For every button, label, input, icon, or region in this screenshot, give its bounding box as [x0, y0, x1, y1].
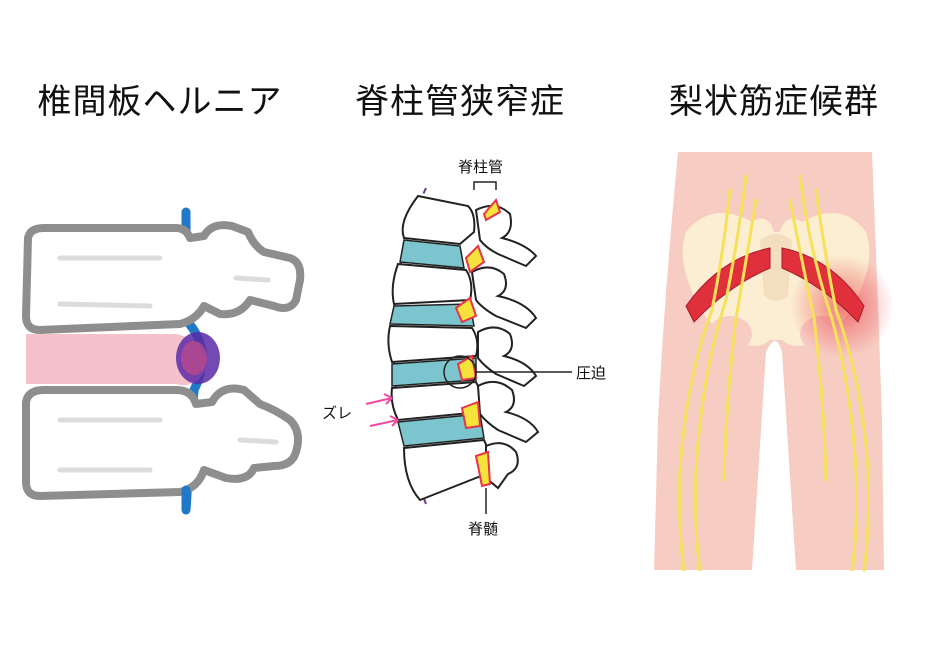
panel-herniated-disc: 椎間板ヘルニア — [0, 0, 320, 656]
spinal-stenosis-illustration — [365, 181, 572, 514]
canal-bracket — [473, 181, 497, 190]
title-piriformis: 梨状筋症候群 — [669, 82, 879, 122]
spinal-cord-segment — [474, 450, 492, 488]
label-spinal-canal: 脊柱管 — [458, 158, 504, 176]
label-compression: 圧迫 — [576, 364, 607, 382]
slip-arrow — [369, 419, 399, 427]
label-slip: ズレ — [322, 404, 353, 422]
slip-arrow — [365, 397, 393, 405]
piriformis-illustration — [654, 152, 894, 572]
sciatic-nerves — [678, 174, 870, 572]
panel-piriformis: 梨状筋症候群 — [620, 0, 928, 656]
intervertebral-disc — [26, 334, 208, 386]
label-spinal-cord: 脊髄 — [468, 520, 499, 538]
title-spinal-stenosis: 脊柱管狭窄症 — [355, 82, 565, 122]
body-silhouette — [654, 152, 884, 570]
panel-spinal-stenosis: 脊柱管狭窄症 — [300, 0, 620, 656]
title-herniated-disc: 椎間板ヘルニア — [37, 82, 283, 122]
herniated-disc-illustration — [22, 207, 305, 515]
